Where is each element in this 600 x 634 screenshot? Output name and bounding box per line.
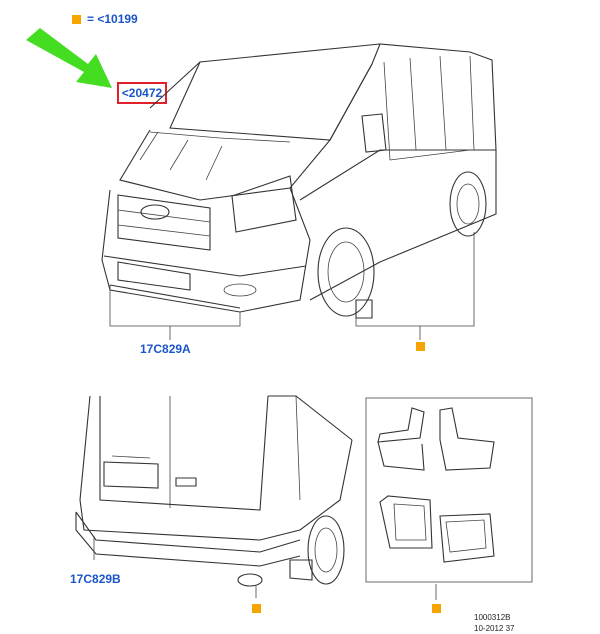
legend-text[interactable]: = <10199 (87, 12, 138, 26)
kit-marker-icon[interactable] (432, 604, 441, 613)
rear-leader-lines (93, 536, 257, 598)
document-code-line2: 10-2012 37 (474, 624, 515, 633)
document-code-line1: 1000312B (474, 613, 511, 622)
rear-part-label[interactable]: 17C829B (70, 572, 121, 586)
pointer-arrow-icon (26, 28, 112, 88)
mudflap-kit-box (365, 397, 533, 600)
legend: = <10199 (72, 12, 138, 26)
reference-link[interactable]: <20472 (121, 86, 163, 100)
front-van-drawing (101, 43, 497, 319)
front-mudflap-marker-icon[interactable] (416, 342, 425, 351)
rear-van-drawing (75, 395, 353, 587)
front-leader-lines (109, 232, 475, 340)
legend-marker-icon (72, 14, 81, 24)
document-code: 1000312B 10-2012 37 (474, 612, 514, 634)
front-part-label[interactable]: 17C829A (140, 342, 191, 356)
rear-mudflap-marker-icon[interactable] (252, 604, 261, 613)
